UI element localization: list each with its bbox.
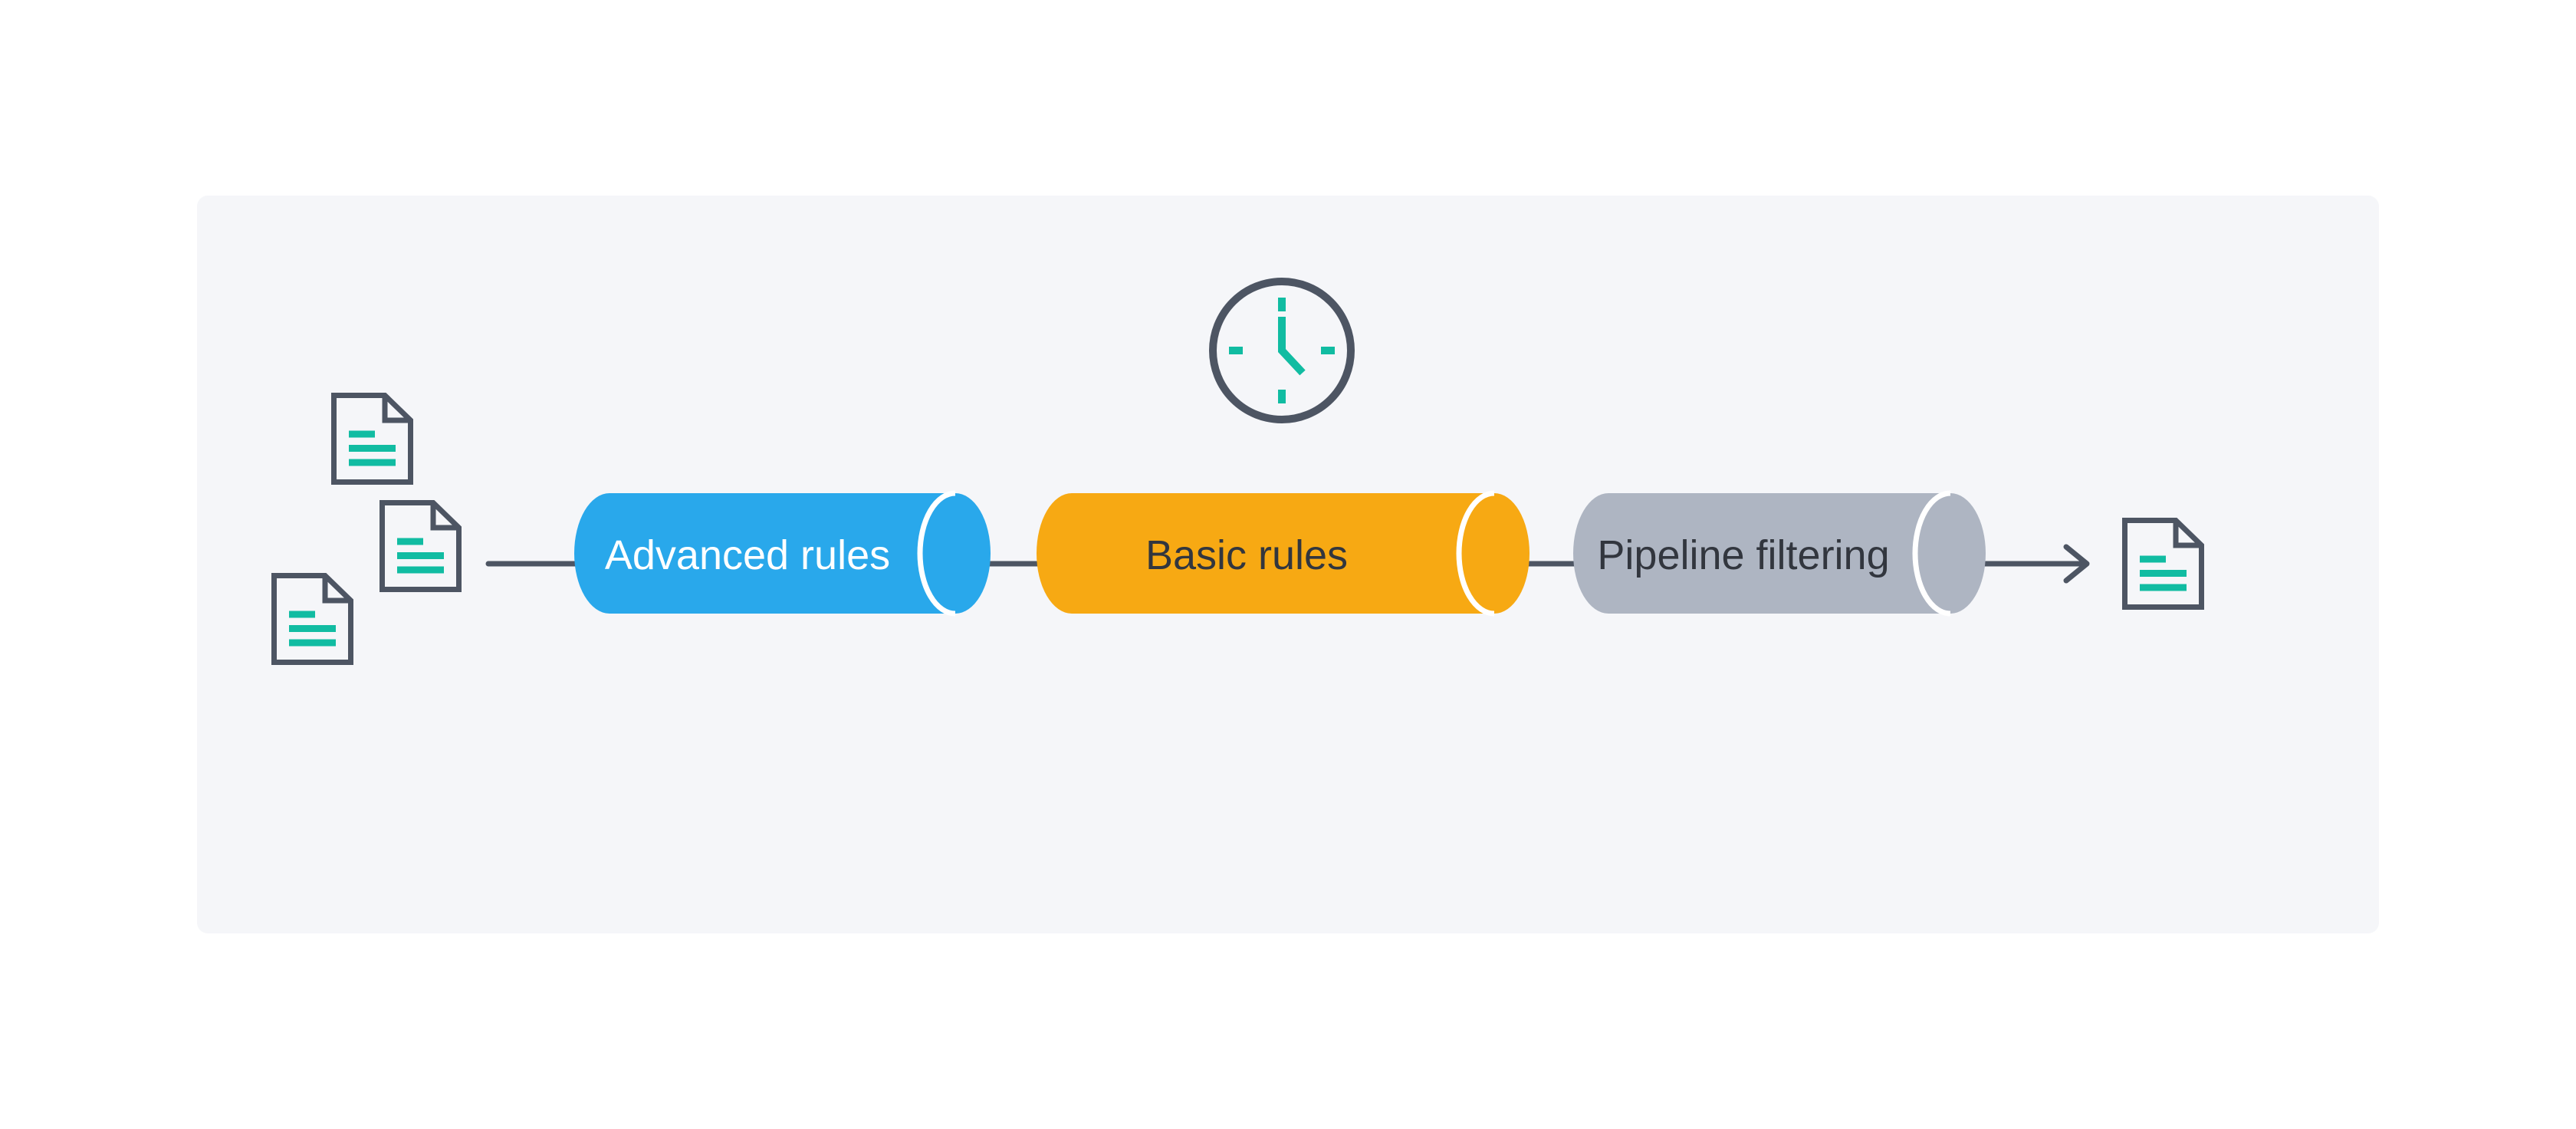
cylinder-cap-gap <box>1456 490 1495 617</box>
input-document-icon-2 <box>383 503 459 590</box>
stage-label-advanced-rules: Advanced rules <box>605 532 890 578</box>
stage-label-pipeline-filtering: Pipeline filtering <box>1597 532 1889 578</box>
stage-label-basic-rules: Basic rules <box>1145 532 1348 578</box>
arrowhead-icon <box>2063 544 2090 584</box>
cylinder-cap-gap <box>1912 490 1951 617</box>
stage-advanced-rules: Advanced rules <box>574 490 991 617</box>
cylinder-cap <box>1915 493 1986 614</box>
cylinder-cap <box>920 493 991 614</box>
cylinder-body <box>1573 493 1950 614</box>
cylinder-cap-gap <box>917 490 956 617</box>
stage-basic-rules: Basic rules <box>1037 490 1530 617</box>
cylinder-body <box>1037 493 1494 614</box>
clock-hands <box>1278 317 1306 376</box>
cylinder-body <box>574 493 955 614</box>
output-document-icon <box>2125 521 2202 607</box>
stage-pipeline-filtering: Pipeline filtering <box>1573 490 1986 617</box>
clock-ticks <box>1229 298 1335 403</box>
input-document-icon-1 <box>334 396 411 482</box>
clock-ring <box>1209 278 1355 423</box>
clock-icon <box>1209 278 1355 423</box>
cylinder-cap <box>1459 493 1530 614</box>
input-document-icon-3 <box>274 576 351 663</box>
